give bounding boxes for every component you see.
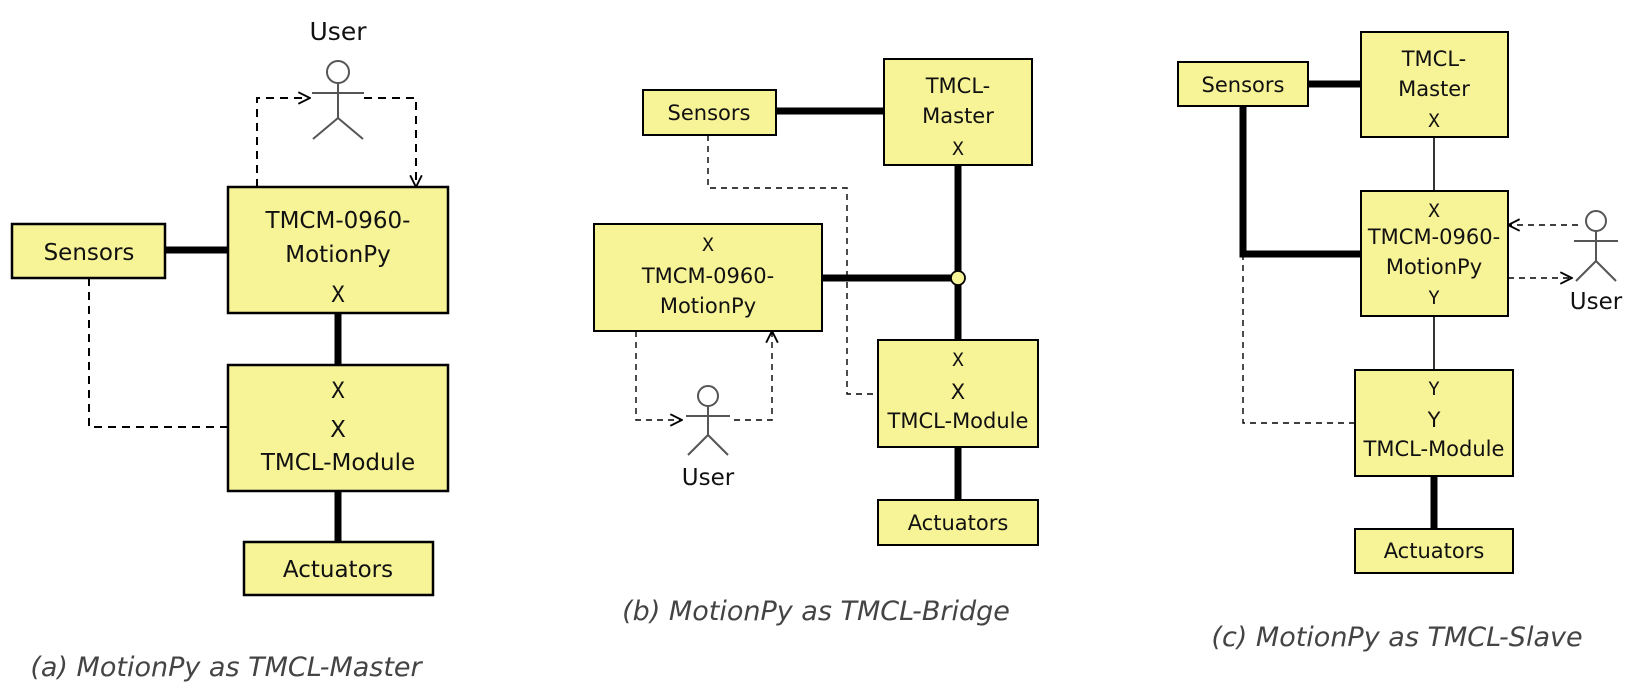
a-module-label: TMCL-Module (260, 450, 415, 476)
a-module-x-label: X (330, 417, 346, 443)
b-user-to-tmcm-arrow (734, 331, 772, 421)
b-user-label: User (682, 465, 735, 491)
b-tmcm-label-2: MotionPy (660, 294, 756, 318)
c-tmcm-label-2: MotionPy (1386, 255, 1482, 279)
c-master-x-port: X (1428, 110, 1440, 132)
a-user-icon (312, 60, 364, 140)
a-actuators-label: Actuators (283, 557, 393, 583)
b-master-box (883, 58, 1033, 166)
b-bus-junction (950, 270, 966, 286)
c-tmcm-box (1360, 190, 1509, 317)
diagram-a: Sensors TMCM-0960- MotionPy X X X TMCL-M… (10, 17, 450, 683)
b-module-x-port: X (952, 349, 964, 371)
b-user-icon (686, 385, 730, 456)
b-master-label-1: TMCL- (925, 74, 991, 98)
a-tmcm-to-user-arrow (256, 98, 310, 187)
a-sensors-box (10, 222, 167, 280)
diagram-b: Sensors TMCL- Master X X TMCM-0960- Moti… (593, 58, 1039, 627)
b-tmcm-to-user-arrow (635, 331, 682, 420)
c-actuators-box (1354, 528, 1514, 574)
c-sensors-module-dashed (1242, 254, 1355, 424)
a-tmcm-box (226, 185, 450, 315)
b-actuators-box (877, 499, 1039, 546)
b-sensors-label: Sensors (668, 101, 751, 125)
a-actuators-box (242, 540, 435, 597)
b-tmcm-x-port: X (702, 234, 714, 256)
caption-c: (c) MotionPy as TMCL-Slave (1211, 622, 1582, 653)
c-user-icon (1574, 210, 1618, 282)
b-module-box (877, 339, 1039, 448)
a-user-label: User (310, 17, 368, 46)
a-sensors-label: Sensors (44, 240, 135, 266)
c-tmcm-label-1: TMCM-0960- (1367, 225, 1500, 249)
caption-a: (a) MotionPy as TMCL-Master (30, 652, 423, 683)
c-module-y-label: Y (1427, 408, 1441, 432)
a-tmcm-x-port: X (331, 283, 345, 308)
a-tmcm-label-1: TMCM-0960- (265, 208, 411, 234)
a-module-x-port: X (331, 379, 345, 404)
c-module-label: TMCL-Module (1363, 437, 1505, 461)
c-tmcm-y-port: Y (1428, 287, 1440, 309)
c-master-box (1360, 31, 1509, 138)
c-master-label-2: Master (1398, 77, 1470, 101)
caption-b: (b) MotionPy as TMCL-Bridge (622, 596, 1010, 627)
b-module-label: TMCL-Module (887, 409, 1029, 433)
b-sensors-box (642, 89, 777, 136)
b-tmcm-box (593, 223, 823, 332)
c-module-box (1354, 369, 1514, 477)
c-sensors-label: Sensors (1202, 73, 1285, 97)
a-user-to-tmcm-arrow (364, 97, 416, 187)
c-user-label: User (1570, 289, 1623, 315)
c-sensors-box (1177, 61, 1309, 107)
b-tmcm-label-1: TMCM-0960- (641, 264, 774, 288)
a-sensors-module-dashed (88, 278, 228, 428)
c-sensors-tmcm-link (1239, 106, 1361, 258)
c-tmcm-x-port: X (1428, 200, 1440, 222)
c-actuators-label: Actuators (1384, 539, 1485, 563)
c-module-y-port: Y (1428, 378, 1440, 400)
b-master-x-port: X (952, 138, 964, 160)
b-module-x-label: X (951, 380, 965, 404)
a-module-box (226, 363, 450, 493)
diagram-c: Sensors TMCL- Master X X TMCM-0960- Moti… (1177, 31, 1623, 653)
c-master-label-1: TMCL- (1401, 47, 1467, 71)
b-actuators-label: Actuators (908, 511, 1009, 535)
a-tmcm-label-2: MotionPy (285, 242, 390, 268)
b-master-label-2: Master (922, 104, 994, 128)
b-sensors-module-dashed (707, 135, 878, 395)
